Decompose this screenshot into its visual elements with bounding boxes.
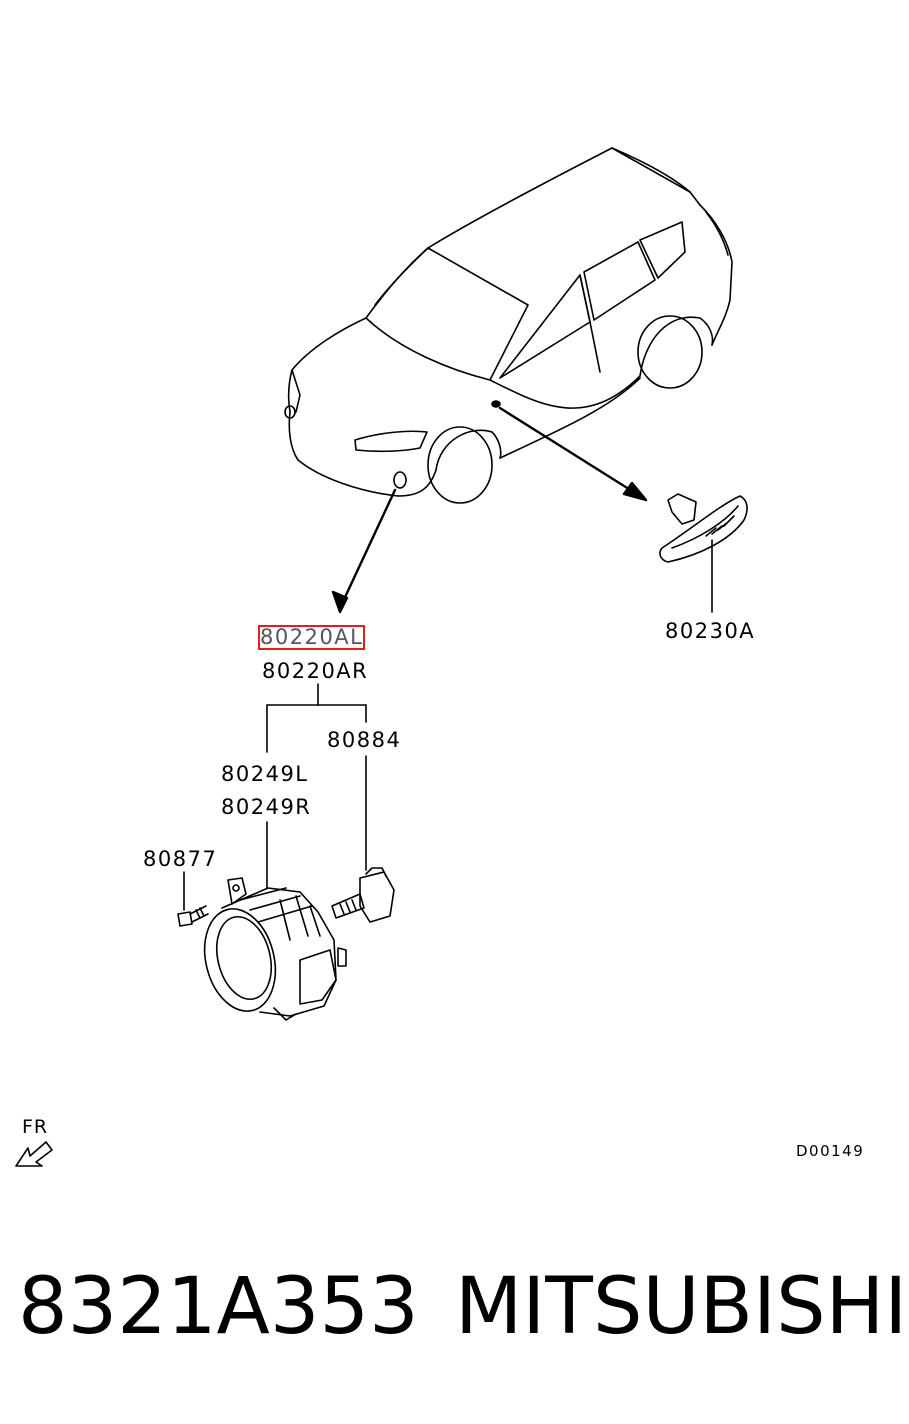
- part-label-80220ar[interactable]: 80220AR: [262, 659, 369, 683]
- part-label-80220al[interactable]: 80220AL: [257, 625, 366, 650]
- bulb-80884: [331, 867, 395, 923]
- leader-arrows: [331, 406, 648, 614]
- front-direction-label: FR: [22, 1116, 49, 1138]
- part-label-80230a[interactable]: 80230A: [665, 619, 756, 643]
- side-turn-lamp: [659, 493, 748, 613]
- part-label-80249l[interactable]: 80249L: [221, 762, 309, 786]
- screw-80877: [177, 905, 209, 927]
- part-label-80249r[interactable]: 80249R: [221, 795, 312, 819]
- fog-lamp-assembly: [203, 877, 347, 1021]
- direction-arrow-icon: [15, 1141, 53, 1167]
- part-label-80884[interactable]: 80884: [327, 728, 402, 752]
- vehicle-outline: [284, 147, 733, 504]
- part-tree-lines: [183, 683, 367, 911]
- part-label-80877[interactable]: 80877: [143, 847, 218, 871]
- caption-part-number: 8321A353: [18, 1262, 419, 1352]
- caption-brand: MITSUBISHI: [455, 1262, 908, 1352]
- diagram-code: D00149: [796, 1142, 865, 1160]
